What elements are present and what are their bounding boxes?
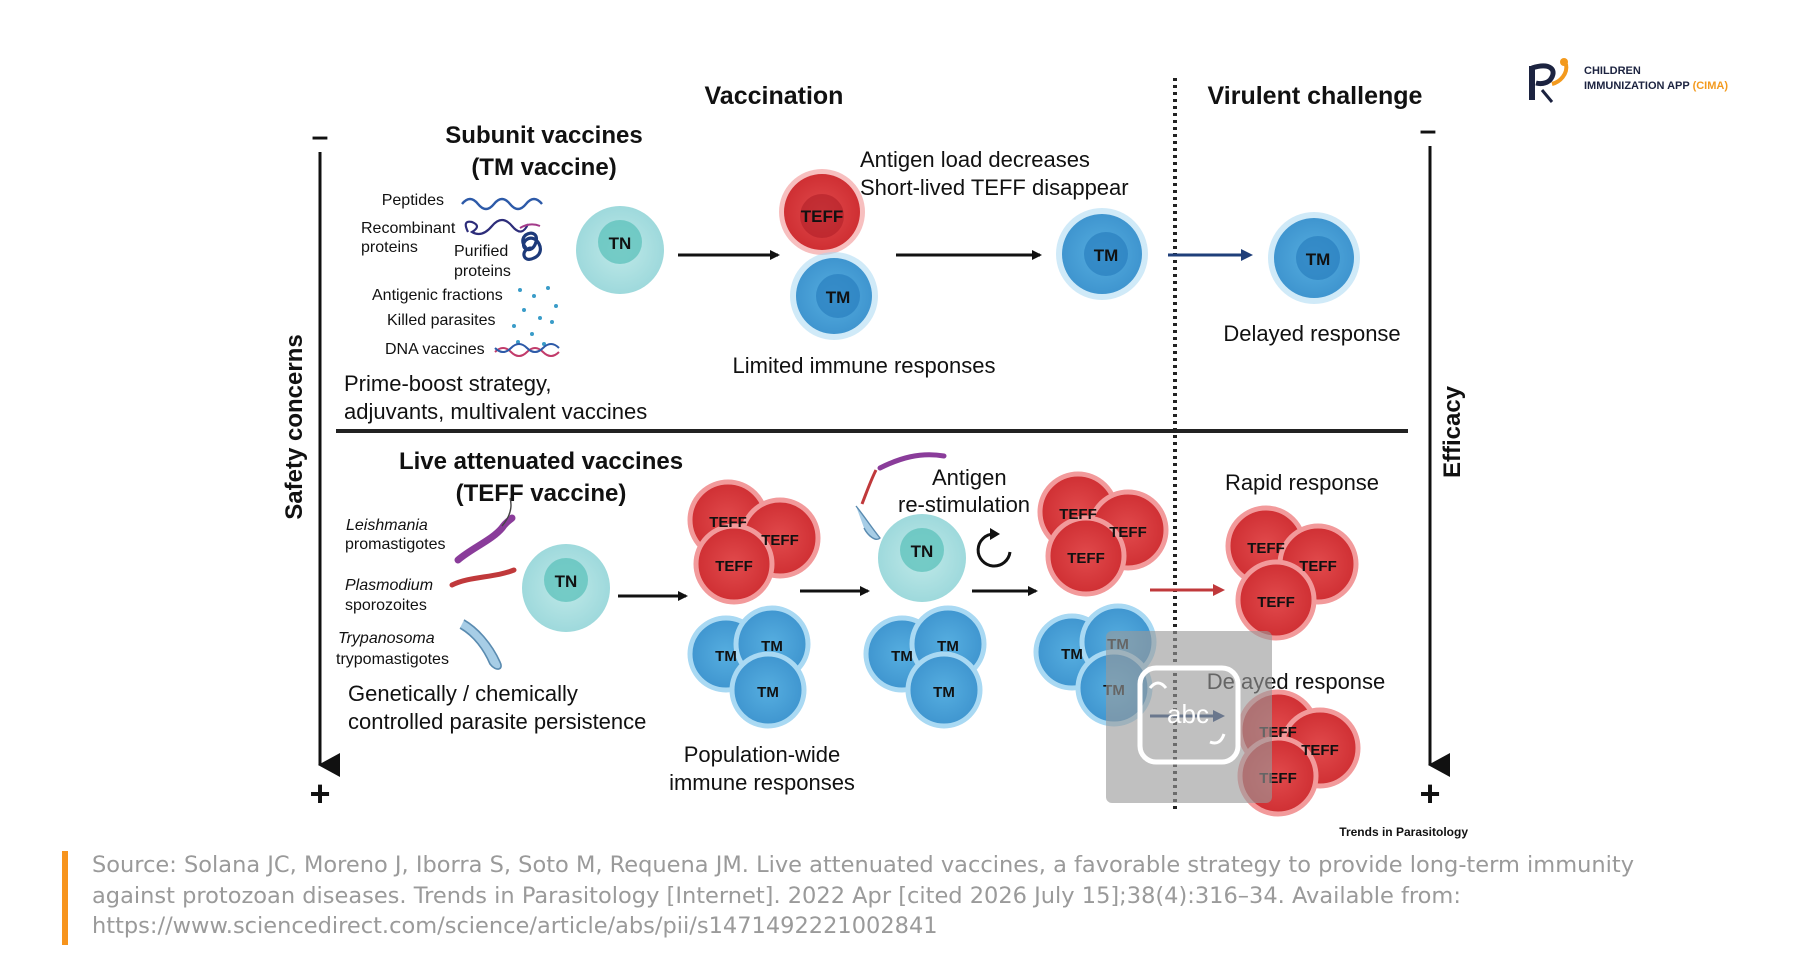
subunit-title: Subunit vaccines — [445, 122, 642, 149]
svg-text:TM: TM — [937, 638, 959, 655]
prime-boost-line2: adjuvants, multivalent vaccines — [344, 399, 647, 424]
svg-text:TEFF: TEFF — [1301, 742, 1339, 759]
svg-text:TEFF: TEFF — [1067, 550, 1105, 567]
restim-leishmania-icon — [877, 452, 947, 471]
population-wide-line2: immune responses — [669, 770, 855, 795]
sporozoites-label: sporozoites — [345, 597, 427, 614]
purified-proteins-icon — [521, 231, 542, 261]
antigen-decreases-line2: Short-lived TEFF disappear — [860, 175, 1129, 200]
efficacy-minus-symbol: – — [1420, 114, 1437, 147]
teff-cluster-1: TEFF TEFF TEFF — [687, 479, 821, 605]
item-recombinant-2: proteins — [361, 239, 418, 256]
safety-plus-symbol: + — [309, 773, 330, 814]
leishmania-icon — [454, 514, 516, 564]
antigen-restim-line1: Antigen — [932, 465, 1007, 490]
trypanosoma-label: Trypanosoma — [338, 630, 435, 647]
safety-concerns-label: Safety concerns — [281, 334, 308, 519]
brand-title-line1: CHILDREN — [1584, 65, 1641, 77]
population-wide-line1: Population-wide — [684, 742, 841, 767]
teff-cluster-3: TEFF TEFF TEFF — [1037, 471, 1169, 597]
promastigotes-label: promastigotes — [345, 536, 446, 553]
svg-text:TM: TM — [891, 648, 913, 665]
antigen-restim-line2: re-stimulation — [898, 492, 1030, 517]
svg-text:TEFF: TEFF — [1257, 594, 1295, 611]
item-antigenic-fractions: Antigenic fractions — [372, 287, 503, 304]
cell-tn-top: TN — [576, 206, 664, 294]
svg-text:TEFF: TEFF — [1299, 558, 1337, 575]
svg-text:TEFF: TEFF — [1247, 540, 1285, 557]
genetic-control-line1: Genetically / chemically — [348, 681, 578, 706]
trypomastigotes-label: trypomastigotes — [336, 651, 449, 668]
cell-tm-top-1: TM — [790, 252, 878, 340]
rapid-response-label: Rapid response — [1225, 470, 1379, 495]
dna-icon — [494, 347, 560, 357]
tm-cluster-1: TM TM TM — [687, 605, 811, 729]
svg-text:TEFF: TEFF — [801, 207, 844, 226]
svg-text:TEFF: TEFF — [1109, 524, 1147, 541]
cycle-icon — [976, 532, 1012, 568]
antigen-decreases-line1: Antigen load decreases — [860, 147, 1090, 172]
efficacy-plus-symbol: + — [1419, 773, 1440, 814]
svg-text:TEFF: TEFF — [1059, 506, 1097, 523]
brand-title-line2: IMMUNIZATION APP (CIMA) — [1584, 80, 1729, 92]
svg-text:TM: TM — [933, 684, 955, 701]
text-recognition-overlay[interactable]: abc — [1106, 631, 1272, 803]
antigenic-fractions-icon — [512, 286, 558, 346]
teff-cluster-rapid: TEFF TEFF TEFF — [1225, 505, 1359, 641]
genetic-control-line2: controlled parasite persistence — [348, 709, 646, 734]
vaccine-strategy-diagram: Vaccination Virulent challenge – + Safet… — [281, 78, 1468, 839]
item-purified-1: Purified — [454, 243, 508, 260]
item-purified-2: proteins — [454, 263, 511, 280]
tm-cluster-2: TM TM TM — [863, 605, 987, 729]
live-attenuated-title: Live attenuated vaccines — [399, 448, 683, 475]
svg-text:TEFF: TEFF — [715, 558, 753, 575]
svg-text:TN: TN — [911, 542, 934, 561]
svg-text:TM: TM — [1306, 250, 1331, 269]
prime-boost-line1: Prime-boost strategy, — [344, 371, 551, 396]
journal-label: Trends in Parasitology — [1339, 825, 1468, 839]
plasmodium-icon — [449, 567, 517, 588]
brand-logo-block: CHILDREN IMMUNIZATION APP (CIMA) — [1528, 54, 1778, 106]
subunit-subtitle: (TM vaccine) — [471, 154, 616, 181]
svg-text:TM: TM — [761, 638, 783, 655]
safety-minus-symbol: – — [312, 120, 329, 153]
cell-tm-top-3: TM — [1268, 212, 1360, 304]
svg-text:TEFF: TEFF — [709, 514, 747, 531]
cell-tm-top-2: TM — [1056, 208, 1148, 300]
svg-text:TM: TM — [1061, 646, 1083, 663]
brand-accent: (CIMA) — [1692, 80, 1729, 92]
source-accent-bar — [62, 851, 68, 945]
leishmania-label: Leishmania — [346, 517, 428, 534]
live-attenuated-subtitle: (TEFF vaccine) — [456, 480, 627, 507]
svg-text:TN: TN — [609, 234, 632, 253]
limited-immune-responses: Limited immune responses — [733, 353, 996, 378]
header-vaccination: Vaccination — [705, 82, 844, 110]
cell-tn-restim: TN — [878, 514, 966, 602]
header-virulent-challenge: Virulent challenge — [1208, 82, 1423, 110]
cell-teff-top: TEFF — [779, 169, 865, 255]
cima-logo-icon — [1529, 58, 1569, 103]
svg-text:TM: TM — [757, 684, 779, 701]
trypanosoma-icon — [459, 619, 502, 670]
svg-text:TEFF: TEFF — [761, 532, 799, 549]
source-citation: Source: Solana JC, Moreno J, Iborra S, S… — [92, 852, 1635, 939]
svg-text:TM: TM — [1094, 246, 1119, 265]
item-dna-vaccines: DNA vaccines — [385, 341, 485, 358]
item-recombinant-1: Recombinant — [361, 220, 456, 237]
plasmodium-label: Plasmodium — [345, 577, 433, 594]
efficacy-label: Efficacy — [1439, 385, 1466, 478]
item-killed-parasites: Killed parasites — [387, 312, 496, 329]
overlay-abc-text: abc — [1167, 699, 1209, 729]
text-scan-frame-icon — [1137, 665, 1241, 765]
cell-tn-bottom: TN — [522, 544, 610, 632]
recombinant-proteins-icon — [464, 218, 530, 236]
svg-text:TM: TM — [715, 648, 737, 665]
peptides-icon — [461, 197, 543, 211]
restim-trypanosoma-icon — [855, 505, 881, 540]
svg-text:TN: TN — [555, 572, 578, 591]
top-delayed-response: Delayed response — [1223, 321, 1400, 346]
svg-text:TM: TM — [826, 288, 851, 307]
item-peptides: Peptides — [382, 192, 444, 209]
